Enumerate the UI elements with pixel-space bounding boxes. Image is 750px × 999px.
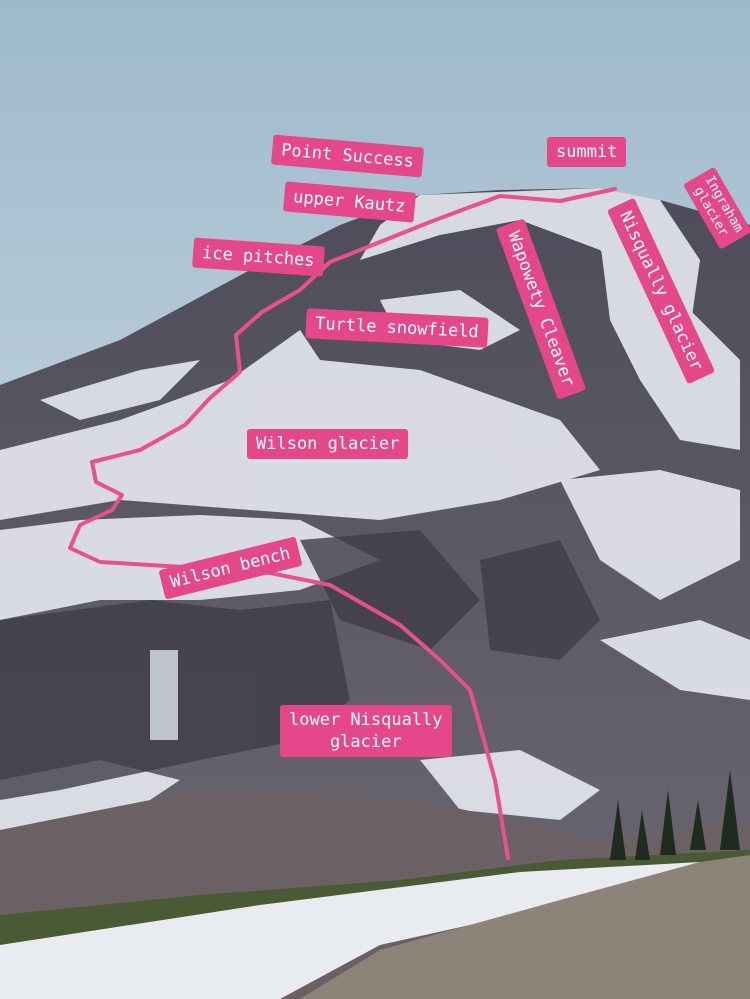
label-wilson-glacier: Wilson glacier bbox=[247, 429, 409, 459]
label-line: glacier bbox=[329, 732, 402, 752]
waterfall bbox=[150, 650, 178, 740]
climbing-route-line bbox=[68, 187, 617, 860]
label-line: lower Nisqually bbox=[289, 710, 443, 730]
label-summit: summit bbox=[547, 137, 627, 167]
rocky-foreground bbox=[300, 855, 750, 999]
trees bbox=[610, 770, 740, 860]
snow-patch bbox=[0, 862, 700, 999]
label-lower-nisqually-glacier: lower Nisqually glacier bbox=[280, 705, 452, 757]
